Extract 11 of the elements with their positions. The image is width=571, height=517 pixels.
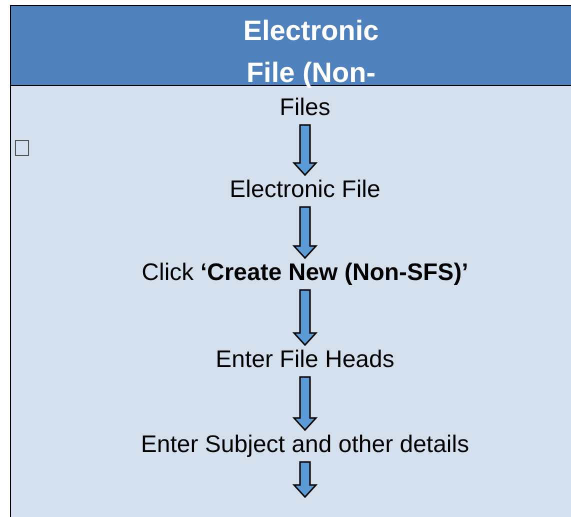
arrow	[292, 289, 318, 346]
arrow	[292, 461, 318, 498]
step-text: Files	[280, 94, 330, 122]
arrow	[292, 206, 318, 260]
arrow	[292, 376, 318, 432]
step-text: Enter Subject and other details	[140, 431, 470, 459]
step-text: Enter File Heads	[216, 346, 394, 374]
title: Electronic File (Non-	[242, 14, 380, 90]
step-text: Electronic File	[230, 176, 380, 204]
step-text: Click ‘Create New (Non-SFS)’	[142, 259, 468, 287]
arrow	[292, 124, 318, 176]
